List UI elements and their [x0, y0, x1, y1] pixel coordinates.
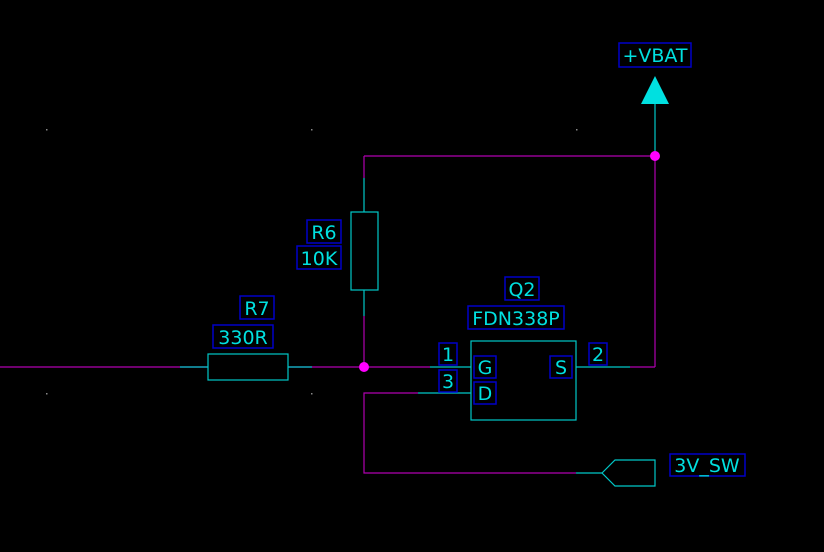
- resistor-r7[interactable]: R7 330R: [180, 295, 312, 381]
- resistor-r6-body: [350, 211, 379, 291]
- wire-drain-to-output[interactable]: [363, 392, 576, 474]
- r6-ref: R6: [311, 222, 336, 244]
- power-symbol-vbat[interactable]: +VBAT: [618, 42, 692, 156]
- grid-dots: [46, 129, 578, 395]
- q2-pin-source-number: 2: [592, 344, 604, 366]
- wires: [0, 155, 656, 474]
- q2-pin-gate-name: G: [478, 357, 493, 379]
- q2-value: FDN338P: [472, 308, 560, 330]
- q2-pin-gate-number: 1: [442, 344, 454, 366]
- r6-value: 10K: [301, 248, 338, 270]
- r7-ref: R7: [244, 298, 269, 320]
- net-port-3v-sw[interactable]: 3V_SW: [576, 453, 746, 487]
- q2-ref: Q2: [508, 279, 535, 301]
- q2-pin-source-name: S: [555, 357, 567, 379]
- junction-vbat-node[interactable]: [650, 151, 660, 161]
- junction-gate-node[interactable]: [359, 362, 369, 372]
- resistor-r6[interactable]: R6 10K: [296, 178, 379, 316]
- q2-pin-drain-name: D: [478, 383, 493, 405]
- q2-pin-drain-number: 3: [442, 371, 454, 393]
- power-arrow-icon: [641, 76, 669, 104]
- r7-value: 330R: [218, 327, 267, 349]
- mosfet-q2[interactable]: Q2 FDN338P 1 3 2 G D S: [418, 276, 630, 421]
- port-flag-icon: [601, 459, 656, 487]
- output-net-label: 3V_SW: [674, 455, 740, 477]
- resistor-r7-body: [207, 353, 289, 381]
- power-net-label: +VBAT: [622, 45, 687, 67]
- mosfet-q2-body: [470, 340, 577, 421]
